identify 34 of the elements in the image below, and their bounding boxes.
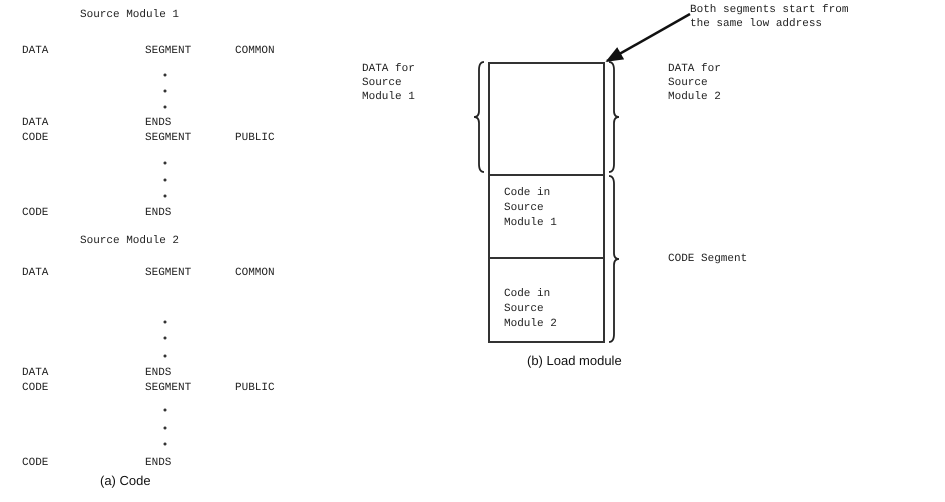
code-keyword: SEGMENT — [145, 266, 192, 280]
block-text: Code in Source Module 1 — [504, 186, 558, 231]
segment-label: CODE Segment — [668, 252, 748, 266]
code-keyword: SEGMENT — [145, 44, 192, 58]
memory-block — [488, 62, 605, 176]
memory-block — [488, 257, 605, 343]
code-keyword: ENDS — [145, 116, 172, 130]
figure-caption: (b) Load module — [527, 354, 622, 368]
module-heading: Source Module 1 — [80, 8, 180, 22]
code-keyword: ENDS — [145, 206, 172, 220]
code-keyword: COMMON — [235, 44, 275, 58]
code-keyword: COMMON — [235, 266, 275, 280]
code-keyword: DATA — [22, 266, 48, 280]
code-keyword: DATA — [22, 116, 48, 130]
leader-arrow — [605, 12, 691, 62]
code-keyword: CODE — [22, 131, 48, 145]
code-keyword: ENDS — [145, 366, 172, 380]
code-keyword: CODE — [22, 206, 48, 220]
code-keyword: ENDS — [145, 456, 172, 470]
memory-block — [488, 174, 605, 259]
figure-caption: (a) Code — [100, 474, 151, 488]
code-keyword: PUBLIC — [235, 131, 275, 145]
code-keyword: CODE — [22, 456, 48, 470]
code-keyword: SEGMENT — [145, 131, 192, 145]
code-keyword: SEGMENT — [145, 381, 192, 395]
module-heading: Source Module 2 — [80, 234, 180, 248]
code-keyword: PUBLIC — [235, 381, 275, 395]
segment-label: DATA for Source Module 1 — [362, 62, 416, 104]
block-text: Code in Source Module 2 — [504, 287, 558, 332]
code-keyword: DATA — [22, 44, 48, 58]
code-keyword: DATA — [22, 366, 48, 380]
annotation-text: Both segments start from the same low address — [690, 3, 870, 31]
segment-label: DATA for Source Module 2 — [668, 62, 722, 104]
code-keyword: CODE — [22, 381, 48, 395]
